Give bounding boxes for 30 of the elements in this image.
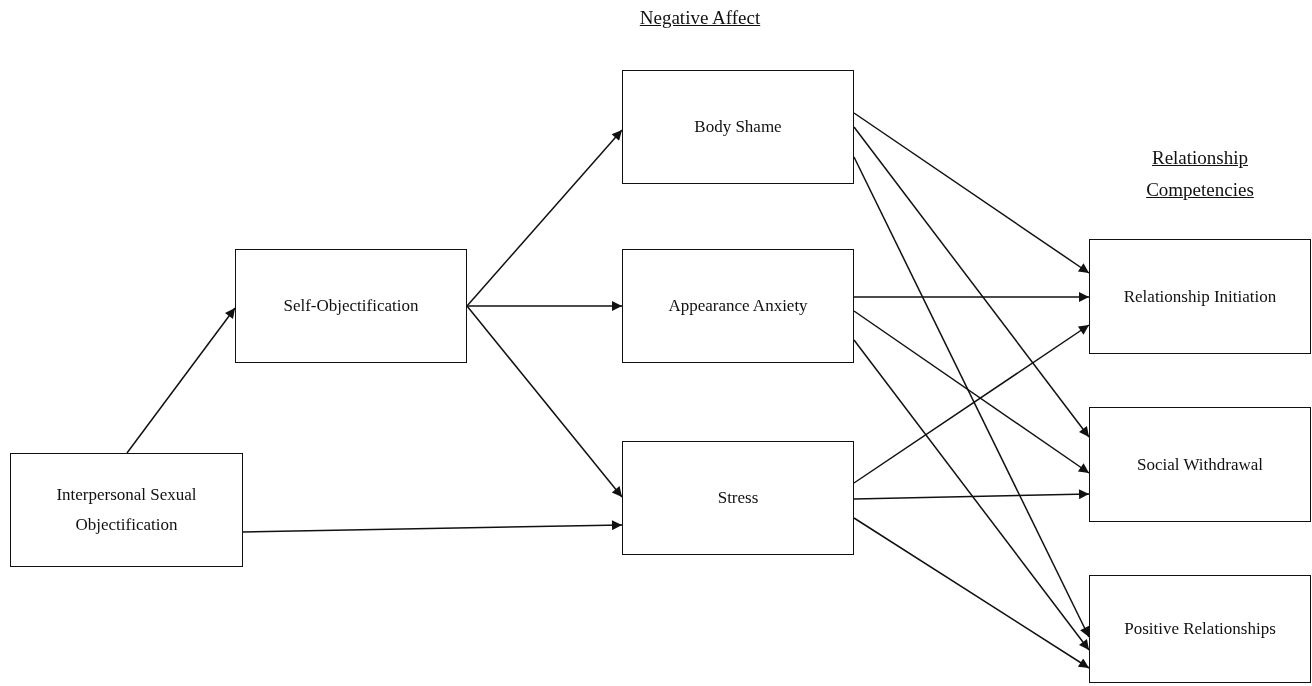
arrow: [853, 126, 1090, 438]
variable-box: [1089, 239, 1311, 354]
variable-box: [622, 249, 854, 363]
variable-box: [622, 441, 854, 555]
variable-name: Body Shame: [693, 116, 783, 138]
arrow: [466, 305, 623, 498]
variable-name: Stress: [716, 487, 760, 509]
arrow: [853, 489, 1090, 500]
variable-box: [1089, 407, 1311, 522]
variable-box: [235, 249, 467, 363]
variable-name: Positive Relationships: [1123, 618, 1277, 640]
group-heading: Negative Affect: [638, 6, 762, 30]
variable-name: Self-Objectification: [282, 295, 420, 317]
variable-box: [1089, 575, 1311, 683]
arrow: [853, 339, 1090, 651]
arrow: [853, 292, 1090, 302]
arrow: [466, 301, 623, 311]
variable-box: [10, 453, 243, 567]
variable-name: Relationship Initiation: [1122, 285, 1278, 308]
variable-name: Appearance Anxiety: [667, 295, 809, 317]
arrow: [126, 307, 236, 454]
arrow: [466, 129, 623, 307]
arrow: [242, 520, 623, 533]
arrow: [853, 517, 1090, 669]
variable-name: Interpersonal Sexual Objectification: [55, 484, 198, 536]
group-heading: Relationship Competencies: [1145, 146, 1255, 202]
arrow: [853, 112, 1090, 274]
arrow: [853, 156, 1090, 638]
variable-box: [622, 70, 854, 184]
variable-name: Social Withdrawal: [1136, 453, 1264, 476]
